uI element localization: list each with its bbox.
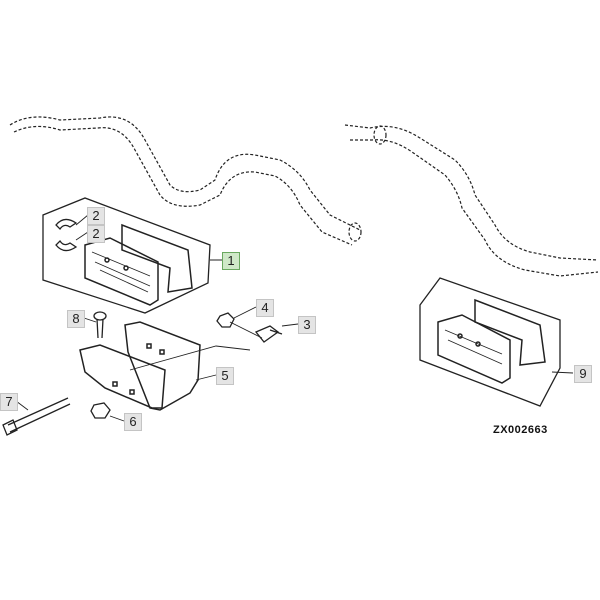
callout-3[interactable]: 3 [298, 316, 316, 334]
rubber-blocks-1 [84, 223, 193, 306]
bolt-8 [93, 311, 107, 339]
kit-1-frame [42, 197, 211, 314]
callout-7[interactable]: 7 [0, 393, 18, 411]
callout-1[interactable]: 1 [222, 252, 240, 270]
kit-9-frame [419, 277, 561, 407]
rubber-blocks-9 [437, 298, 546, 384]
callout-5[interactable]: 5 [216, 367, 234, 385]
mount-bracket-5 [79, 321, 201, 411]
nut-6 [90, 402, 111, 419]
callout-8[interactable]: 8 [67, 310, 85, 328]
spacer-halves-2 [55, 218, 78, 252]
drawing-code: ZX002663 [493, 424, 548, 436]
nut-4 [216, 312, 235, 328]
callout-2-lower[interactable]: 2 [87, 225, 105, 243]
leader-lines [15, 214, 574, 422]
callout-9[interactable]: 9 [574, 365, 592, 383]
callout-6[interactable]: 6 [124, 413, 142, 431]
callout-4[interactable]: 4 [256, 299, 274, 317]
bolt-7 [2, 397, 71, 436]
callout-2-upper[interactable]: 2 [87, 207, 105, 225]
fitting-3 [254, 325, 283, 343]
frame-phantom-lines [9, 116, 599, 277]
